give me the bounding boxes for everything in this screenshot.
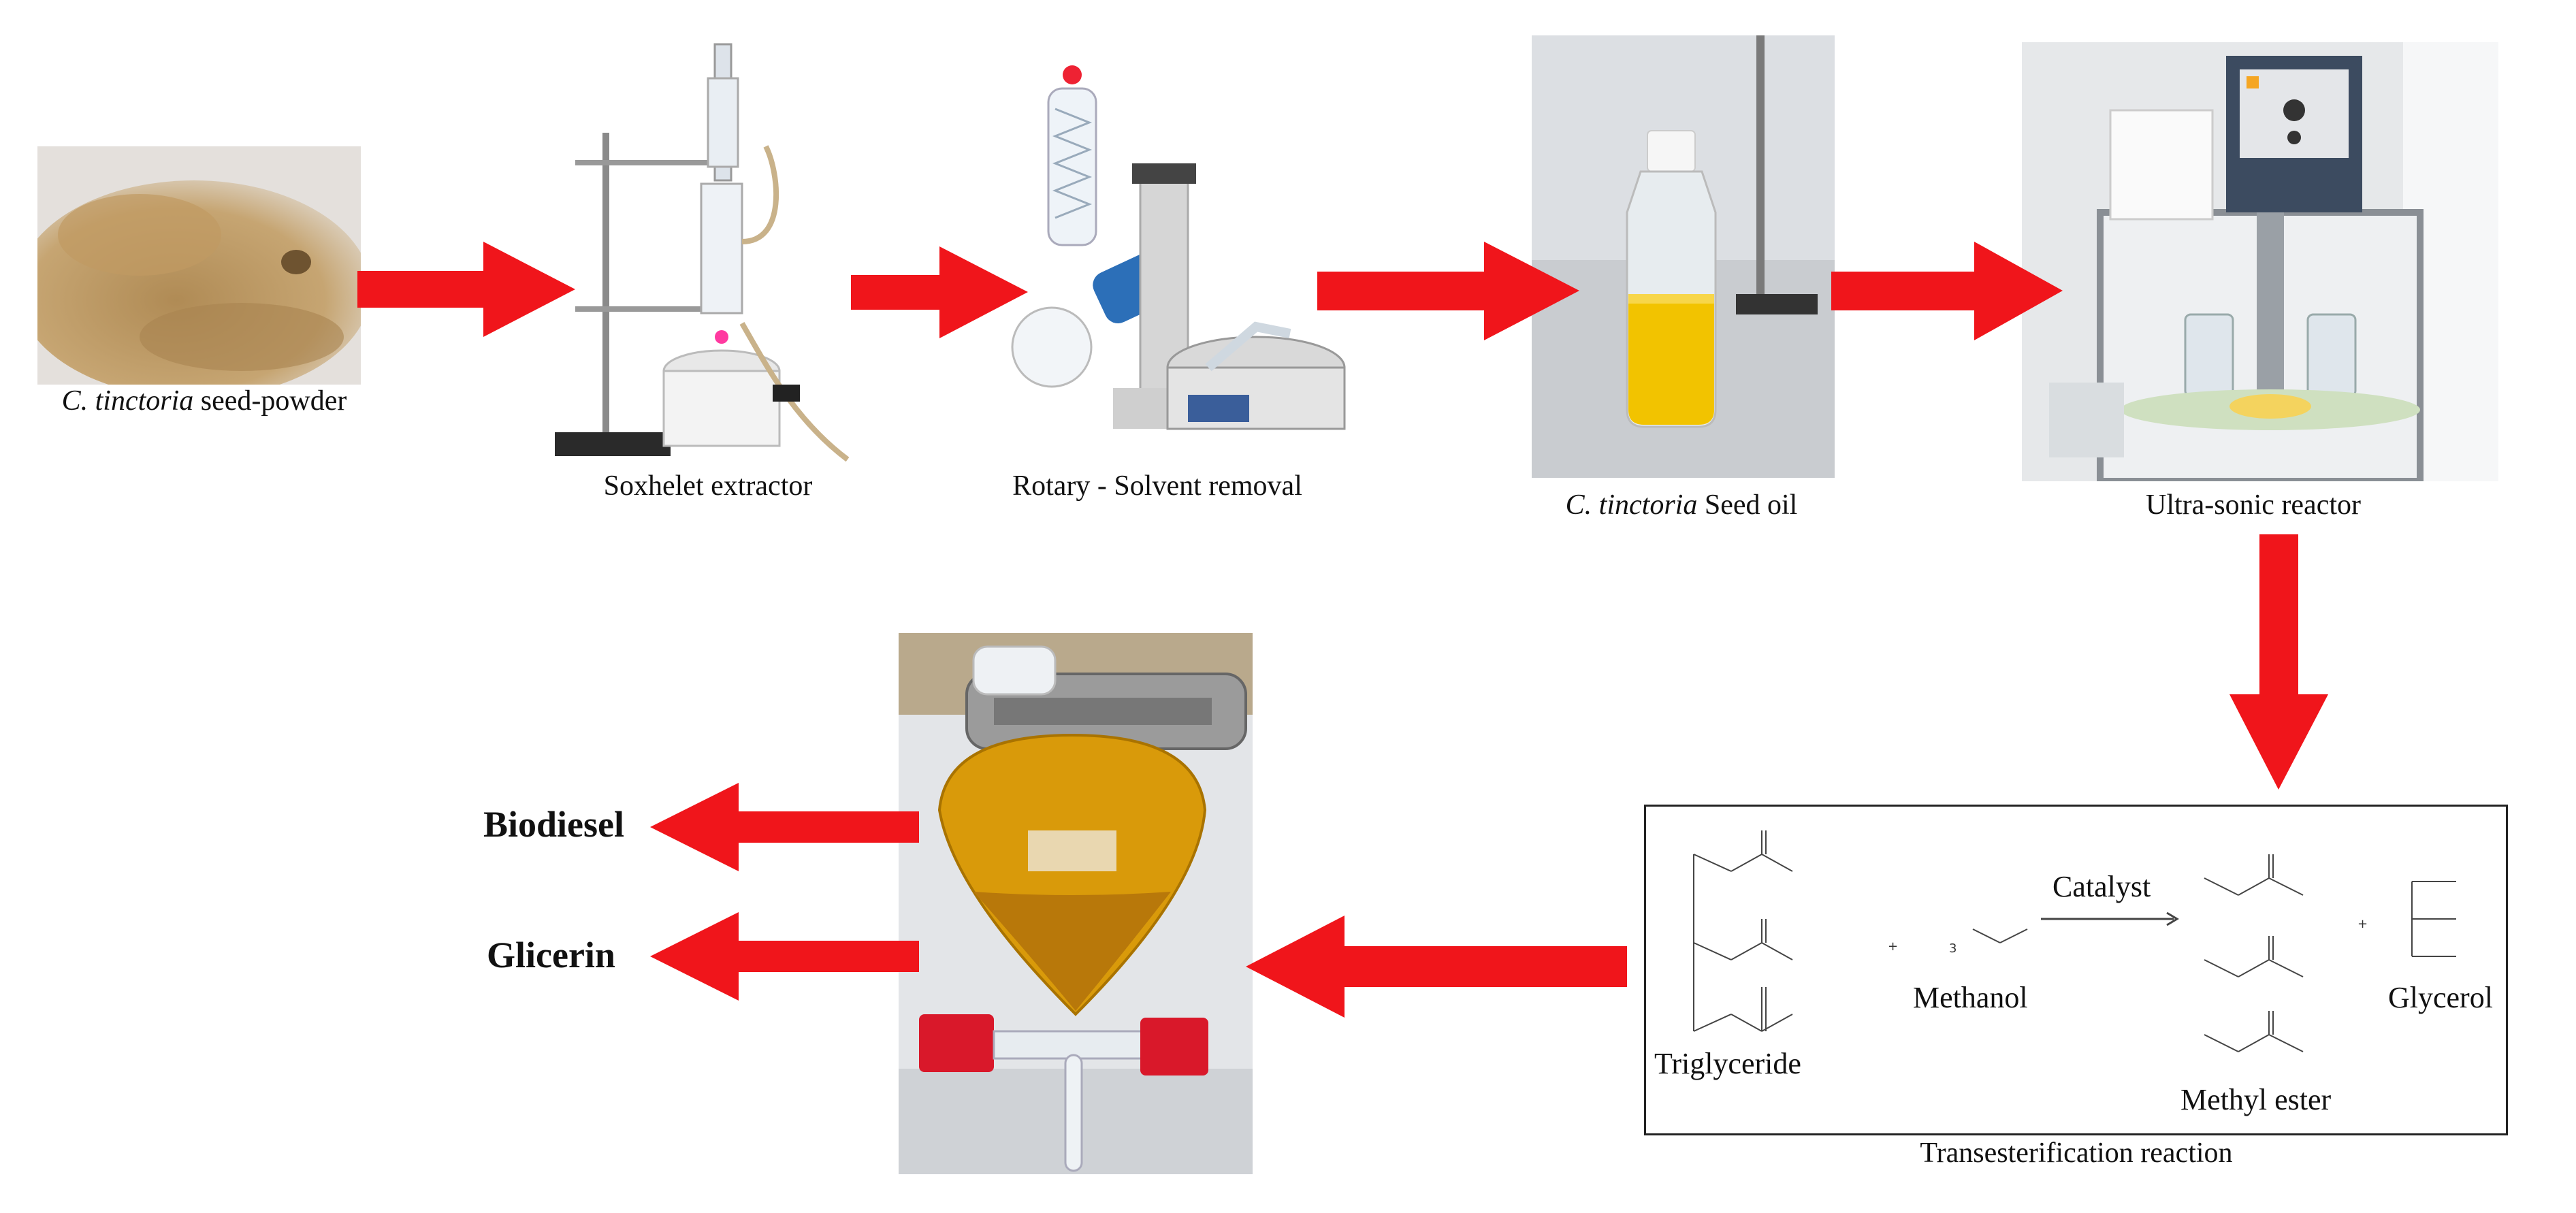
arrow-soxhlet-to-rotary [851,246,1028,338]
arrow-oil-to-ultrasonic [1831,242,2063,340]
seed-powder-caption: C. tinctoria seed-powder [61,385,347,417]
arrow-glicerin [650,912,919,1001]
arrow-ultrasonic-to-reaction [2229,534,2328,790]
ultrasonic-reactor-photo [2022,42,2498,481]
rotary-caption: Rotary - Solvent removal [1012,470,1302,502]
biodiesel-label: Biodiesel [483,804,625,845]
methyl-ester-structure [2204,854,2304,1052]
catalyst-label: Catalyst [2052,870,2151,903]
methanol-structure [1972,928,2028,943]
soxhlet-extractor-caption: Soxhelet extractor [603,470,813,502]
arrow-reaction-to-funnel [1246,916,1627,1018]
glycerol-structure [2411,881,2456,957]
seed-oil-caption: C. tinctoria Seed oil [1565,489,1798,521]
triglyceride-label: Triglyceride [1654,1047,1801,1080]
glycerol-label: Glycerol [2388,981,2493,1014]
seed-powder-photo [37,146,361,385]
arrow-biodiesel [650,783,919,871]
triglyceride-structure [1693,830,1793,1032]
transesterification-caption: Transesterification reaction [1920,1137,2233,1169]
plus-sign-2: + [2357,917,2368,931]
seed-oil-photo [1532,35,1835,478]
soxhlet-extractor-photo [548,37,871,466]
separatory-funnel-photo [899,633,1253,1174]
methanol-coefficient: 3 [1949,941,1957,956]
arrow-rotary-to-oil [1317,242,1579,340]
plus-sign-1: + [1888,939,1899,954]
rotary-evaporator-photo [984,48,1351,456]
reaction-arrow [2041,911,2179,926]
arrow-powder-to-soxhlet [357,242,575,337]
transesterification-box: Triglyceride + 3 Methanol Catalyst Methy… [1644,805,2508,1135]
ultrasonic-caption: Ultra-sonic reactor [2145,489,2361,521]
methyl-ester-label: Methyl ester [2180,1083,2332,1116]
methanol-label: Methanol [1913,981,2028,1014]
glicerin-label: Glicerin [487,935,615,975]
